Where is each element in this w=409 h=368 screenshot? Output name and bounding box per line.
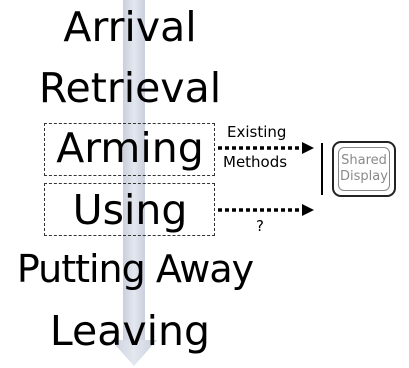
timeline-arrow-head [111,340,157,366]
methods-label: Methods [223,153,288,171]
stage-putting-away: Putting Away [16,247,254,291]
arming-arrowhead [302,142,314,154]
shared-display-screen: Shared Display [338,147,390,191]
stage-arming: Arming [56,124,204,172]
stage-retrieval: Retrieval [38,64,222,112]
timeline-arrow-shaft [123,0,145,342]
stage-using: Using [72,186,188,234]
arming-highlight-box [44,123,215,176]
using-highlight-box [44,183,215,236]
stage-arrival: Arrival [63,3,197,51]
shared-display-line2: Display [340,169,388,184]
shared-display-line1: Shared [341,152,387,168]
existing-label: Existing [227,123,287,141]
question-mark-label: ? [256,217,264,235]
using-arrowhead [302,204,314,216]
shared-display-icon: Shared Display [332,141,396,197]
stage-leaving: Leaving [49,307,211,355]
